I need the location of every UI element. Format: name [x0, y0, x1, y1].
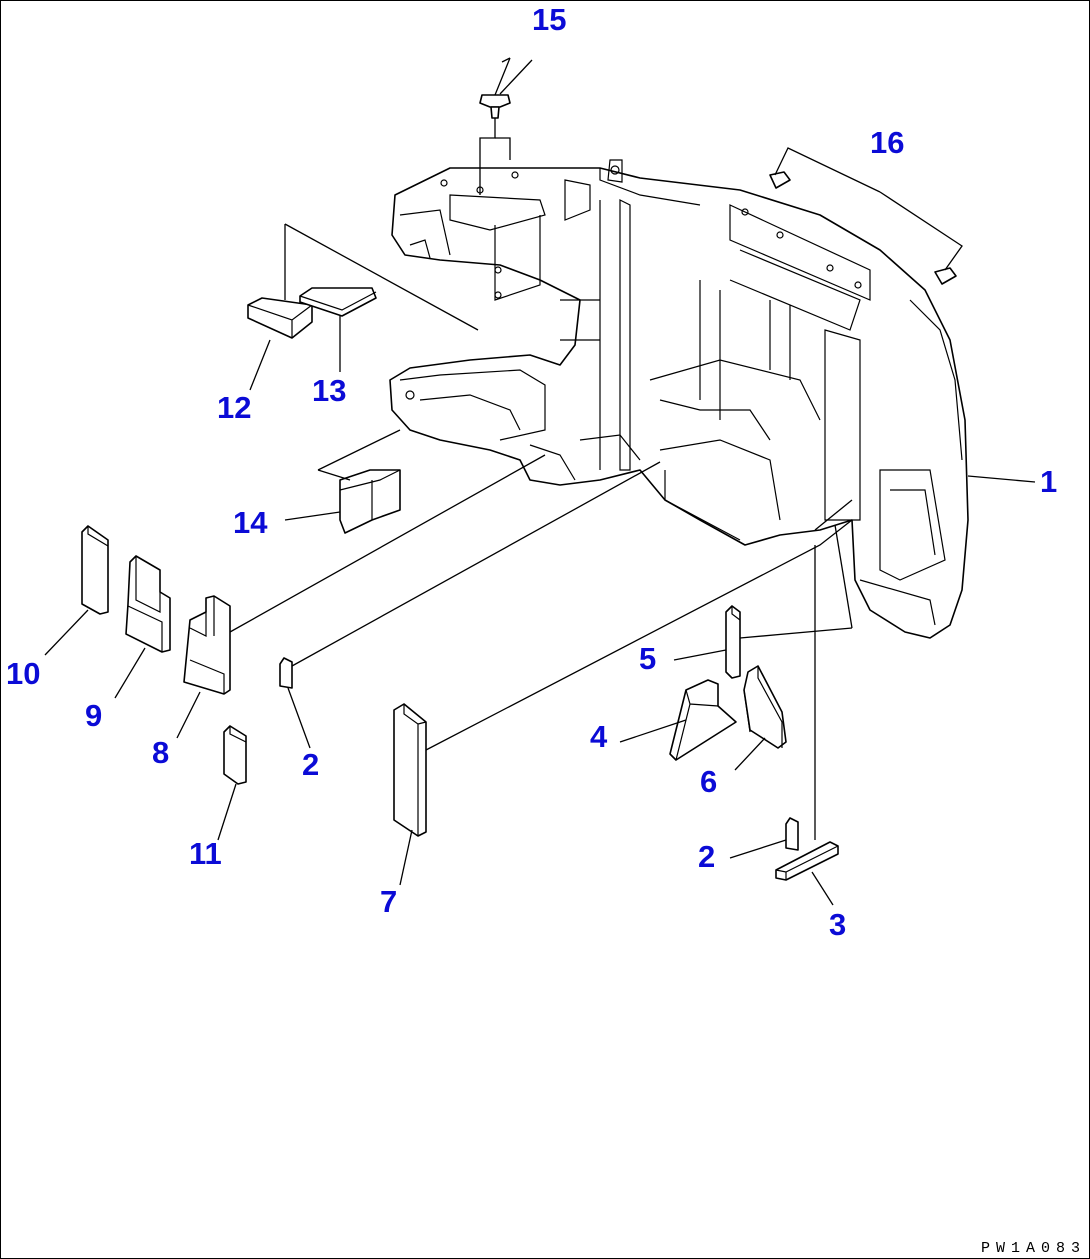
callout-5: 5 [639, 641, 656, 676]
callout-14: 14 [233, 505, 268, 540]
callout-6: 6 [700, 764, 717, 799]
callout-15: 15 [532, 2, 566, 37]
callout-13: 13 [312, 373, 346, 408]
part-10-pad [81, 525, 109, 615]
part-16-clips [769, 171, 957, 285]
leader-lines [44, 57, 1036, 906]
callout-labels: 15 16 1 12 13 14 10 9 8 11 2 7 5 4 6 2 3 [6, 2, 1057, 942]
callout-2-lower: 2 [698, 839, 715, 874]
callout-11: 11 [189, 836, 222, 871]
part-9-pad [125, 555, 171, 653]
part-6-pad [743, 665, 787, 749]
part-11-pad [223, 725, 247, 785]
callout-8: 8 [152, 735, 169, 770]
part-3-strip [775, 841, 839, 881]
callout-4: 4 [590, 719, 608, 754]
callout-16: 16 [870, 125, 904, 160]
callout-10: 10 [6, 656, 40, 691]
callout-3: 3 [829, 907, 846, 942]
part-13-pad [299, 287, 377, 317]
callout-12: 12 [217, 390, 251, 425]
part-15-clip [479, 94, 511, 119]
callout-1: 1 [1040, 464, 1057, 499]
part-2-clip-lower [785, 817, 799, 851]
part-14-pad [339, 469, 401, 534]
part-1-console-housing [389, 159, 969, 639]
part-12-pad [247, 297, 313, 339]
part-5-pad [725, 605, 741, 679]
part-2-clip-upper [279, 657, 293, 689]
callout-9: 9 [85, 698, 102, 733]
part-4-pad [669, 679, 737, 761]
callout-7: 7 [380, 884, 397, 919]
part-7-pad [393, 703, 427, 837]
callout-2-upper: 2 [302, 747, 319, 782]
part-8-pad [183, 595, 231, 695]
drawing-code: PW1A083 [980, 1240, 1086, 1257]
